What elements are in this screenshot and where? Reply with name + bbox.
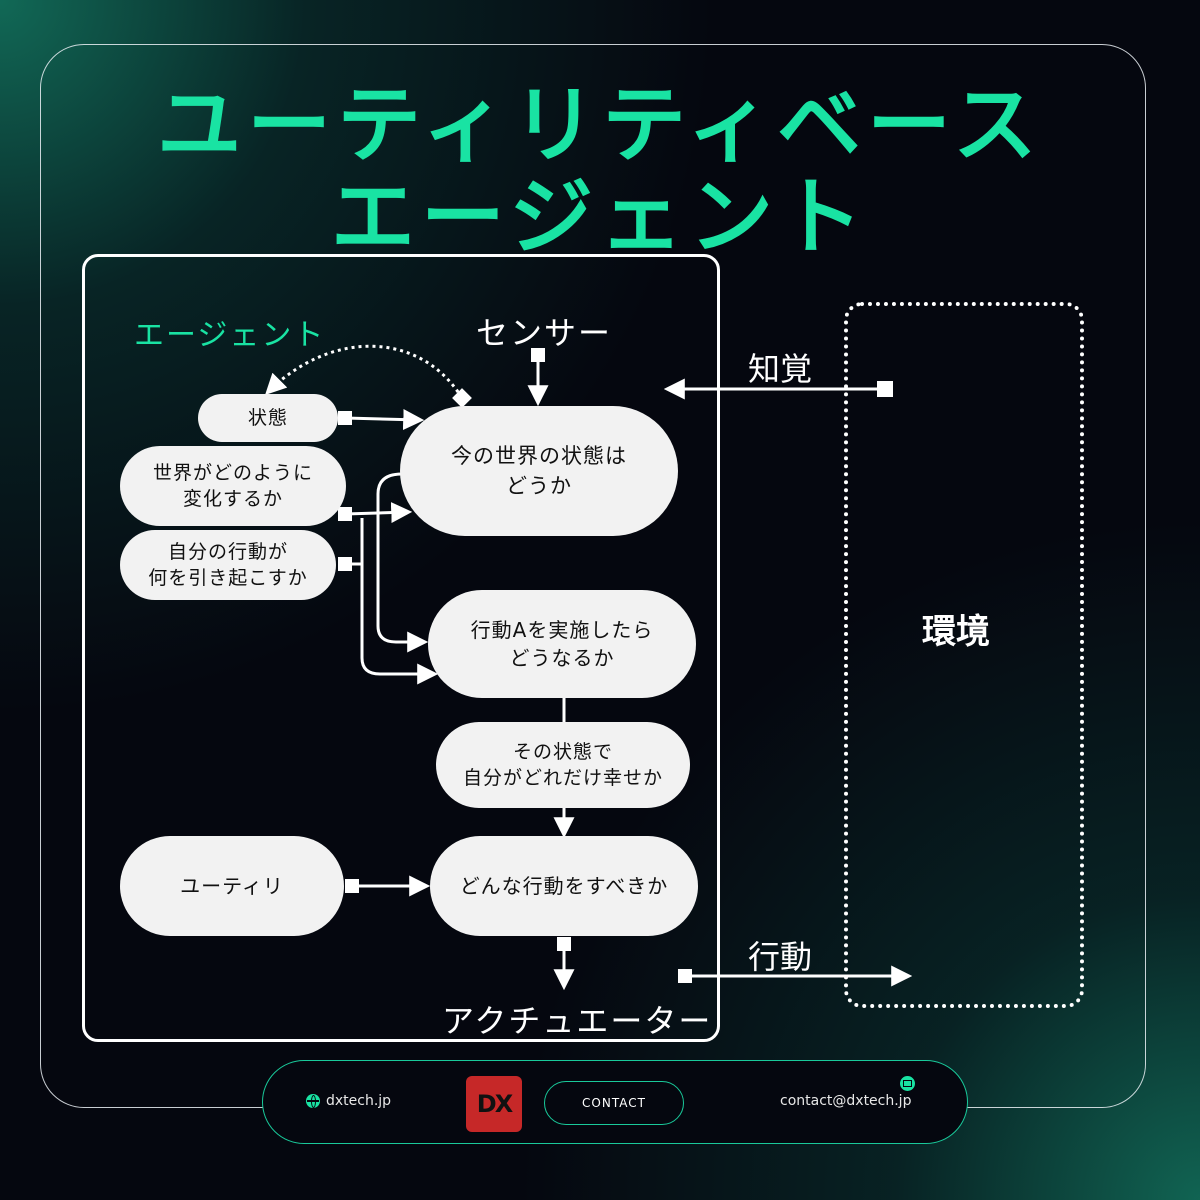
node-action-effect: 自分の行動が 何を引き起こすか (120, 530, 336, 600)
port-perception (877, 381, 893, 397)
world-now-to-if-action (376, 472, 429, 653)
website-link[interactable]: dxtech.jp (326, 1093, 392, 1109)
state-arrow (344, 409, 425, 431)
port-action-effect (338, 557, 352, 571)
agent-label: エージェント (134, 318, 326, 353)
dx-logo: DX (466, 1076, 522, 1132)
feedback-arc (265, 344, 464, 399)
node-if-action: 行動Aを実施したら どうなるか (428, 590, 696, 698)
node-utility: ユーティリ (120, 836, 344, 936)
globe-icon (306, 1094, 320, 1108)
node-state: 状態 (198, 394, 338, 442)
port-utility (345, 879, 359, 893)
port-world-change (338, 507, 352, 521)
port-action (678, 969, 692, 983)
page-title-line1: ユーティリティベース (157, 76, 1043, 174)
page-title-line2: エージェント (330, 168, 870, 266)
port-feedback (452, 388, 472, 408)
environment-label: 環境 (922, 612, 990, 652)
port-sensor (531, 348, 545, 362)
email-link[interactable]: contact@dxtech.jp (780, 1093, 912, 1109)
sensor-label: センサー (476, 314, 613, 352)
action-effect-to-if-action (345, 562, 439, 685)
node-happiness: その状態で 自分がどれだけ幸せか (436, 722, 690, 808)
actuator-label: アクチュエーター (442, 1002, 713, 1040)
environment-container (844, 302, 1084, 1008)
port-decision (557, 937, 571, 951)
node-world-now: 今の世界の状態は どうか (400, 406, 678, 536)
port-state (338, 411, 352, 425)
contact-button[interactable]: CONTACT (544, 1081, 684, 1125)
footer-bar (262, 1060, 968, 1144)
node-what-to-do: どんな行動をすべきか (430, 836, 698, 936)
mail-icon (900, 1076, 915, 1091)
action-label: 行動 (748, 938, 813, 976)
perception-label: 知覚 (748, 350, 813, 388)
node-world-change: 世界がどのように 変化するか (120, 446, 346, 526)
agent-container (82, 254, 720, 1042)
